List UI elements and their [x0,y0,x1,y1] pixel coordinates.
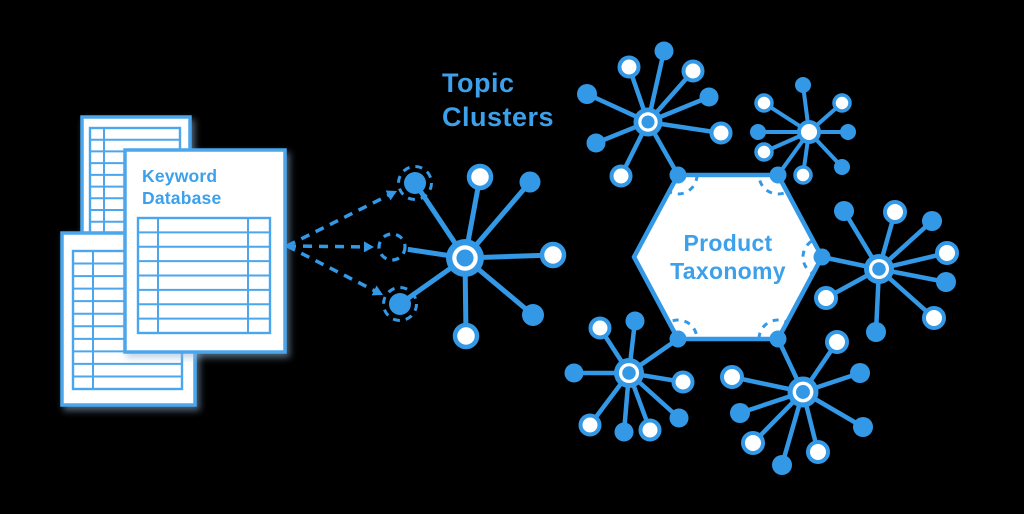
cluster-node-outline [825,330,849,354]
dashed-arrow-head [363,241,374,253]
cluster-hub-core [622,366,636,380]
product-taxonomy-hexagon [631,166,831,348]
dashed-arrow-line [286,193,390,248]
cluster-hub-core [796,385,810,399]
keyword-database-label-line2: Database [142,188,221,208]
hexagon-corner-arc [657,318,699,339]
cluster-node-solid [834,159,850,175]
cluster-hub-core [641,115,655,129]
node-dashed-highlight-ring [397,165,433,201]
satellite-top-left [577,41,733,188]
cluster-node-outline [609,164,633,188]
hexagon-corner-arc [757,318,799,339]
cluster-node-outline [922,306,946,330]
product-taxonomy-label-line1: Product [684,230,773,256]
hexagon-vertex-node [669,166,687,184]
topic-clusters-label-line2: Clusters [442,102,554,132]
cluster-node-solid [564,363,584,383]
cluster-node-solid [866,322,886,342]
hexagon-corner-arc [657,175,699,196]
cluster-node-outline [466,163,494,191]
dashed-arrow-head [371,285,383,296]
cluster-node-outline [793,165,813,185]
cluster-node-solid [669,408,689,428]
cluster-node-outline [883,200,907,224]
cluster-node-solid [795,77,811,93]
topic-cluster-graphs [377,41,959,475]
cluster-node-solid [730,403,750,423]
cluster-node-outline [588,316,612,340]
cluster-node-solid [850,363,870,383]
cluster-node-solid [625,311,645,331]
satellite-bottom-left [564,311,695,442]
hexagon-shape [631,172,825,342]
cluster-node-outline [578,413,602,437]
cluster-node-solid [699,87,719,107]
cluster-node-outline [741,431,765,455]
cluster-node-solid [654,41,674,61]
satellite-bottom-right [720,330,873,475]
cluster-node-solid [772,455,792,475]
cluster-hub-ring [800,123,818,141]
cluster-node-outline [617,55,641,79]
extraction-dashed-arrows [286,190,397,296]
cluster-node-solid [936,272,956,292]
satellite-right [814,200,959,342]
cluster-node-solid [750,124,766,140]
cluster-node-solid [614,422,634,442]
cluster-node-outline [754,93,774,113]
cluster-node-outline [671,370,695,394]
cluster-node-solid [922,211,942,231]
cluster-node-outline [814,286,838,310]
dashed-arrow-head [385,190,397,201]
hexagon-corner-arcs [657,175,822,339]
hexagon-corner-arc [757,175,799,196]
cluster-node-solid [519,171,541,193]
document-front-sheet [123,148,287,354]
dashed-arrow-line [286,244,366,249]
cluster-node-solid [389,293,411,315]
cluster-node-solid [834,201,854,221]
cluster-node-solid [840,124,856,140]
dashed-arrow-line [286,244,376,293]
cluster-node-outline [709,121,733,145]
keyword-database-label-line1: Keyword [142,166,217,186]
diagram-labels: Topic Clusters Keyword Database Product … [142,68,786,284]
satellite-top-right [750,77,856,185]
cluster-node-outline [539,241,567,269]
cluster-hub-core [872,262,886,276]
cluster-node-solid [522,304,544,326]
keyword-database-documents [60,115,287,407]
topic-clusters-label-line1: Topic [442,68,515,98]
cluster-node-outline [681,59,705,83]
main-topic-cluster [377,163,567,350]
hexagon-vertex-node [769,330,787,348]
cluster-node-outline [806,440,830,464]
cluster-node-outline [452,322,480,350]
hexagon-vertex-node [769,166,787,184]
cluster-node-solid [853,417,873,437]
cluster-node-outline [638,418,662,442]
cluster-node-outline [754,142,774,162]
node-dashed-highlight-ring [382,286,418,322]
cluster-node-solid [586,133,606,153]
cluster-node-outline [935,241,959,265]
hexagon-vertex-node [669,330,687,348]
cluster-node-outline [832,93,852,113]
hexagon-vertex-node [813,248,831,266]
cluster-hub-core [456,249,474,267]
cluster-node-solid [404,172,426,194]
cluster-node-solid [577,84,597,104]
product-taxonomy-label-line2: Taxonomy [670,258,786,284]
cluster-node-dashed [377,232,407,262]
cluster-node-outline [720,365,744,389]
